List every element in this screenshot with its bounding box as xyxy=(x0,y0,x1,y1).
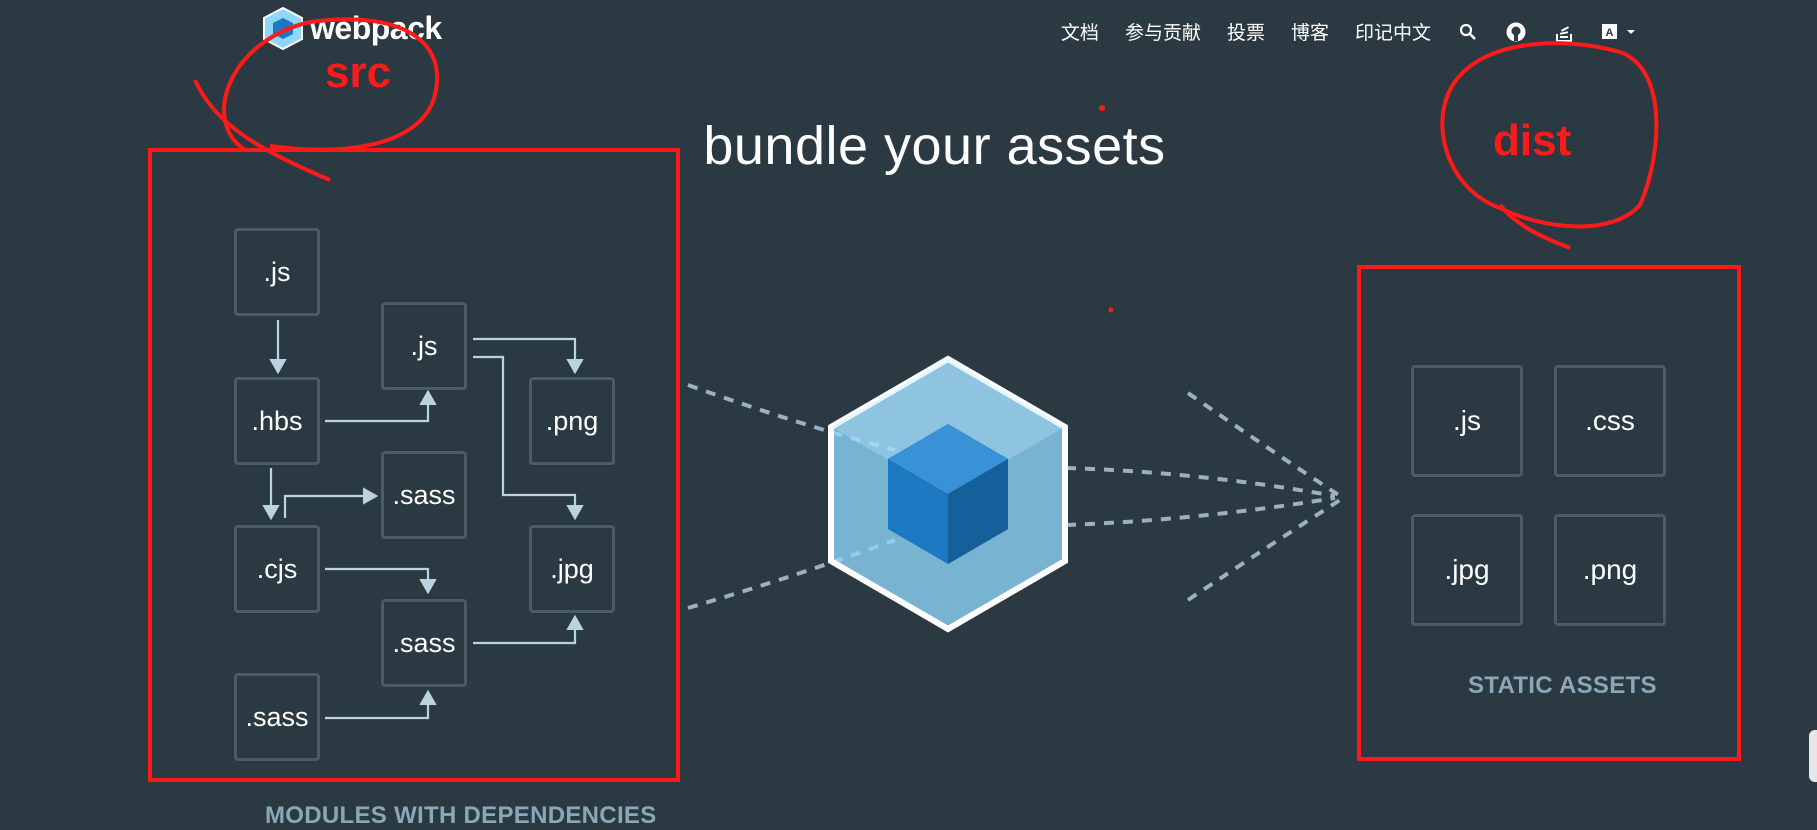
nav-blog[interactable]: 博客 xyxy=(1290,23,1329,44)
dependency-arrows xyxy=(262,320,584,720)
red-dots xyxy=(1099,105,1114,313)
webpack-logo[interactable]: webpack xyxy=(262,6,442,50)
top-nav: 文档 参与贡献 投票 博客 印记中文 A xyxy=(1061,18,1637,45)
asset-css: .css xyxy=(1554,365,1666,477)
module-jpg: .jpg xyxy=(529,525,615,613)
asset-png: .png xyxy=(1554,514,1666,626)
search-icon[interactable] xyxy=(1457,21,1479,43)
module-sass-3: .sass xyxy=(234,673,320,761)
module-js-1: .js xyxy=(234,228,320,316)
webpack-cube xyxy=(828,355,1068,633)
nav-yinji-chinese[interactable]: 印记中文 xyxy=(1354,23,1431,44)
assets-caption: STATIC ASSETS xyxy=(1468,672,1657,699)
scroll-handle[interactable] xyxy=(1809,730,1817,782)
language-icon[interactable]: A xyxy=(1601,21,1637,43)
stackoverflow-icon[interactable] xyxy=(1553,21,1575,43)
module-hbs: .hbs xyxy=(234,377,320,465)
module-png: .png xyxy=(529,377,615,465)
nav-contribute[interactable]: 参与贡献 xyxy=(1124,23,1201,44)
module-sass-2: .sass xyxy=(381,599,467,687)
modules-caption: MODULES WITH DEPENDENCIES xyxy=(265,802,657,829)
svg-text:A: A xyxy=(1606,27,1614,39)
src-annotation-label: src xyxy=(325,48,392,97)
module-js-2: .js xyxy=(381,302,467,390)
asset-js: .js xyxy=(1411,365,1523,477)
module-sass-1: .sass xyxy=(381,451,467,539)
github-icon[interactable] xyxy=(1505,21,1527,43)
nav-docs[interactable]: 文档 xyxy=(1060,23,1099,44)
red-annotations xyxy=(148,17,1741,782)
dist-annotation-label: dist xyxy=(1493,116,1572,165)
nav-vote[interactable]: 投票 xyxy=(1226,23,1265,44)
module-cjs: .cjs xyxy=(234,525,320,613)
hero-title: bundle your assets xyxy=(703,116,1166,176)
asset-jpg: .jpg xyxy=(1411,514,1523,626)
